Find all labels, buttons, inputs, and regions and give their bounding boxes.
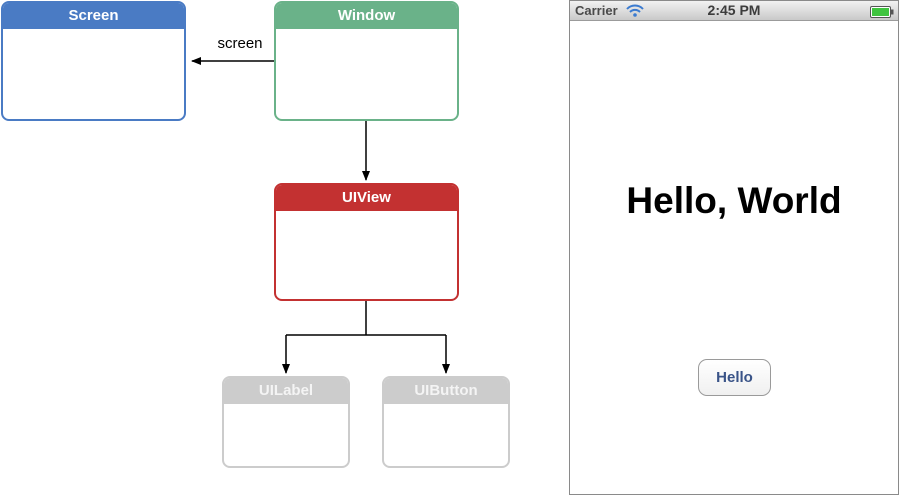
node-uilabel: UILabel — [222, 376, 350, 468]
node-window: Window — [274, 1, 459, 121]
clock-label: 2:45 PM — [707, 2, 761, 18]
node-uiview: UIView — [274, 183, 459, 301]
node-screen-title: Screen — [3, 3, 184, 29]
carrier-label: Carrier — [575, 3, 618, 18]
node-window-title: Window — [276, 3, 457, 29]
node-uibutton: UIButton — [382, 376, 510, 468]
node-uilabel-title: UILabel — [224, 378, 348, 404]
node-uibutton-title: UIButton — [384, 378, 508, 404]
wifi-icon — [626, 4, 644, 22]
phone-screen: Carrier 2:45 PM Hello, World Hello — [569, 0, 899, 495]
status-bar: Carrier 2:45 PM — [570, 1, 898, 21]
battery-icon — [870, 5, 894, 23]
node-uiview-title: UIView — [276, 185, 457, 211]
edge-label-screen: screen — [217, 35, 263, 52]
hello-world-label: Hello, World — [626, 180, 842, 221]
node-screen: Screen — [1, 1, 186, 121]
hello-button[interactable]: Hello — [698, 359, 771, 396]
